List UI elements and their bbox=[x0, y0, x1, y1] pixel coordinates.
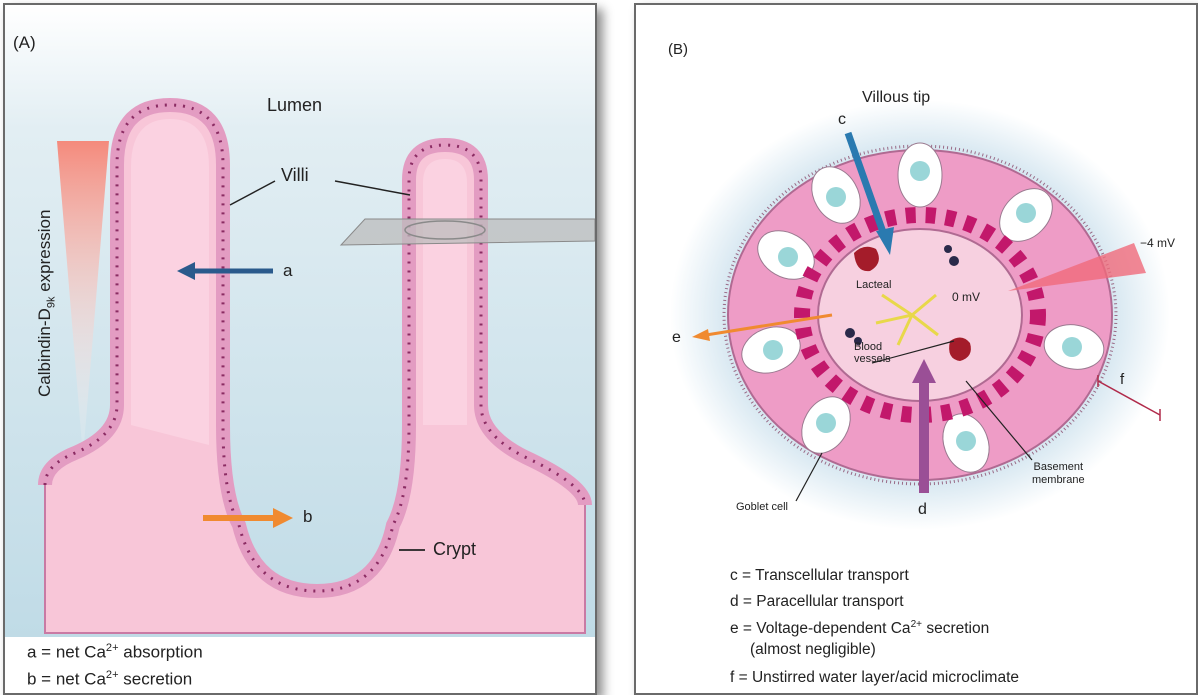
legend-d-line: d = Paracellular transport bbox=[730, 593, 904, 611]
basement-membrane-label: Basement membrane bbox=[1032, 461, 1085, 487]
arrow-c-label: c bbox=[838, 111, 846, 129]
panel-a: (A) Lumen Villi a b Crypt Calbindin-D9k … bbox=[3, 3, 597, 695]
blood-vessels-line1: Blood bbox=[854, 341, 891, 353]
legend-e-sup: 2+ bbox=[911, 619, 922, 630]
calbindin-tail: expression bbox=[35, 210, 54, 297]
basement-line1: Basement bbox=[1032, 461, 1085, 474]
legend-b-prefix: b = net Ca bbox=[27, 670, 106, 689]
blood-cell bbox=[845, 328, 855, 338]
legend-f-line: f = Unstirred water layer/acid microclim… bbox=[730, 669, 1019, 687]
legend-e-line: e = Voltage-dependent Ca2+ secretion bbox=[730, 619, 989, 638]
villous-tip-label: Villous tip bbox=[862, 89, 930, 107]
basement-line2: membrane bbox=[1032, 474, 1085, 487]
legend-a-suffix: absorption bbox=[119, 643, 203, 662]
lacteal-label: Lacteal bbox=[856, 279, 891, 291]
legend-e-prefix: e = Voltage-dependent Ca bbox=[730, 620, 911, 637]
blood-vessels-label: Blood vessels bbox=[854, 341, 891, 365]
arrow-a-label: a bbox=[283, 261, 292, 281]
legend-b-suffix: secretion bbox=[119, 670, 193, 689]
goblet-cell-label: Goblet cell bbox=[736, 501, 788, 513]
legend-a-sup: 2+ bbox=[106, 642, 119, 654]
villi-label: Villi bbox=[281, 165, 309, 186]
blood-vessels-line2: vessels bbox=[854, 353, 891, 365]
panel-a-label: (A) bbox=[13, 33, 36, 53]
minus-4mv-label: −4 mV bbox=[1140, 236, 1175, 250]
calbindin-sub: 9k bbox=[45, 297, 57, 309]
arrow-d-label: d bbox=[918, 501, 927, 519]
blood-cell bbox=[949, 256, 959, 266]
villus-core-right bbox=[423, 159, 467, 425]
legend-b-line: b = net Ca2+ secretion bbox=[27, 669, 192, 690]
arrow-e-label: e bbox=[672, 329, 681, 347]
villus-core-left bbox=[131, 119, 209, 445]
legend-e-suffix: secretion bbox=[922, 620, 989, 637]
legend-a-prefix: a = net Ca bbox=[27, 643, 106, 662]
legend-a-line: a = net Ca2+ absorption bbox=[27, 642, 203, 663]
legend-e-line2: (almost negligible) bbox=[750, 641, 876, 659]
lumen-label: Lumen bbox=[267, 95, 322, 116]
legend-c-line: c = Transcellular transport bbox=[730, 567, 909, 585]
panel-b-label: (B) bbox=[668, 41, 688, 58]
villous-cross-section-diagram bbox=[636, 5, 1196, 693]
arrow-b-label: b bbox=[303, 507, 312, 527]
legend-b-sup: 2+ bbox=[106, 669, 119, 681]
blood-cell bbox=[944, 245, 952, 253]
zero-mv-label: 0 mV bbox=[952, 290, 980, 304]
f-label: f bbox=[1120, 371, 1124, 388]
panel-b: (B) Villous tip c d e f −4 mV 0 mV Lacte… bbox=[634, 3, 1198, 695]
calbindin-axis-label: Calbindin-D9k expression bbox=[35, 210, 57, 397]
crypt-label: Crypt bbox=[433, 539, 476, 560]
calbindin-main: Calbindin-D bbox=[35, 308, 54, 397]
